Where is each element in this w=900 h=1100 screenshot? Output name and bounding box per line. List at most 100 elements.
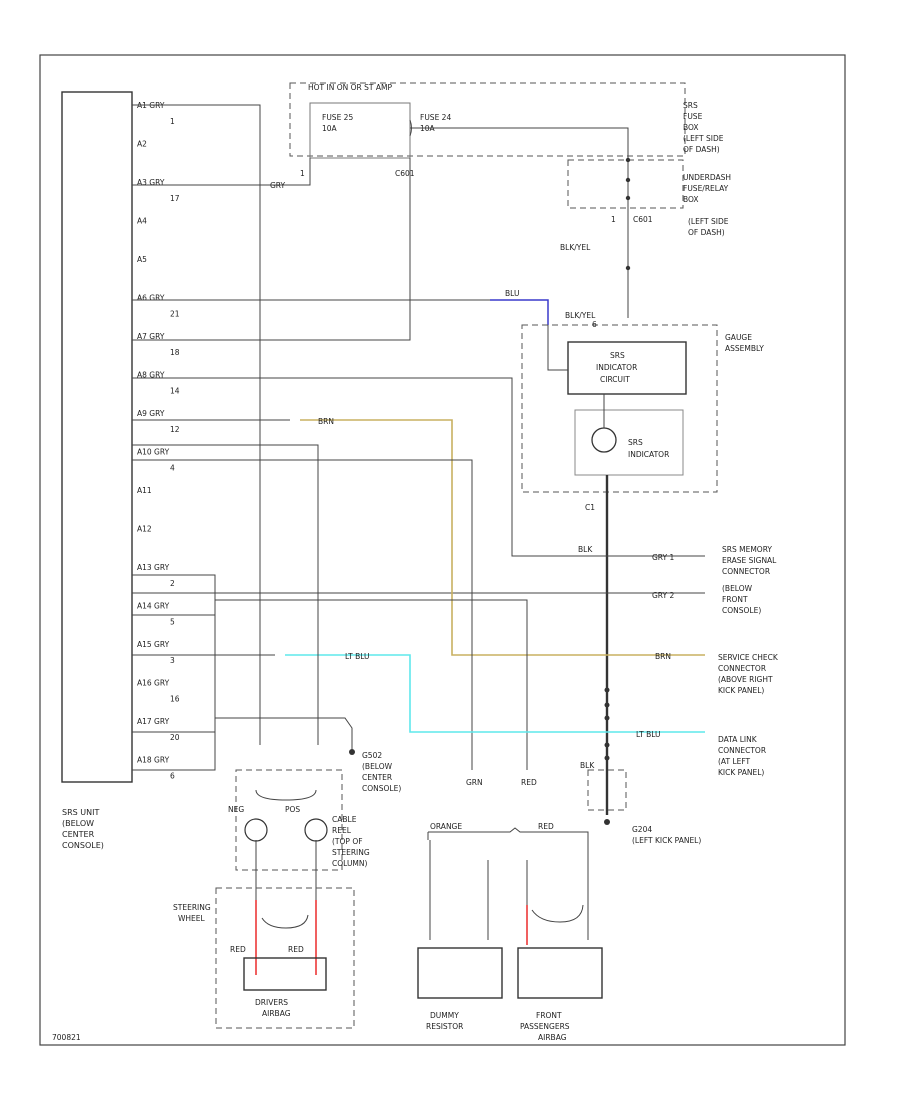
srs-pin-circuit-num: 2 — [170, 579, 175, 588]
drivers-airbag: STEERING WHEEL RED RED DRIVERS AIRBAG — [173, 887, 355, 1029]
dummy-resistor: DUMMY RESISTOR — [417, 947, 503, 1031]
dummy-resistor-body — [417, 947, 503, 999]
g502-label-3: CENTER — [362, 773, 392, 782]
wire-brn-to-service-check — [300, 419, 705, 656]
fuse-box-label-2: FUSE — [683, 112, 703, 121]
wire-label-blk-2: BLK — [580, 761, 595, 770]
junction-dot — [625, 265, 631, 271]
srs-pin-circuit-num: 18 — [170, 348, 180, 357]
wire-pin-a14-to-passenger — [132, 599, 528, 770]
indicator-bulb-frame — [574, 409, 684, 476]
drivers-airbag-label-1: DRIVERS — [255, 998, 288, 1007]
memory-label-1: SRS MEMORY — [722, 545, 772, 554]
fuse-box-label-3: BOX — [683, 123, 699, 132]
steering-wheel-outline — [215, 887, 355, 1029]
wire-pin-a1-to-reel — [132, 104, 261, 745]
cable-reel: NEG POS CABLE REEL (TOP OF STEERING COLU… — [228, 769, 370, 871]
front-airbag-label-2: PASSENGERS — [520, 1022, 570, 1031]
wire-pin-a18-loop — [132, 574, 216, 771]
junction-dot — [625, 157, 631, 163]
srs-pin-a4: A4 — [137, 217, 147, 226]
airbag-wire-label-right: RED — [288, 945, 304, 954]
memory-erase-connector: SRS MEMORY ERASE SIGNAL CONNECTOR (BELOW… — [722, 545, 777, 615]
srs-unit-box — [61, 91, 133, 783]
indicator-circuit-text-1: SRS — [610, 351, 625, 360]
srs-pin-circuit-num: 21 — [170, 310, 180, 319]
relay-box-label-4: (LEFT SIDE — [688, 217, 729, 226]
memory-label-5: FRONT — [722, 595, 748, 604]
srs-pin-a17: A17 GRY — [137, 717, 170, 726]
srs-pin-circuit-num: 1 — [170, 117, 175, 126]
relay-box-label-5: OF DASH) — [688, 228, 725, 237]
srs-pin-circuit-num: 4 — [170, 464, 175, 473]
srs-pin-circuit-num: 17 — [170, 194, 180, 203]
srs-pin-a15: A15 GRY — [137, 640, 170, 649]
dummy-resistor-leads — [429, 840, 489, 940]
fuse-box-header: HOT IN ON OR ST AMP — [308, 83, 392, 92]
srs-pin-a7: A7 GRY — [137, 332, 165, 341]
reel-loop — [255, 789, 317, 801]
srs-pin-a14: A14 GRY — [137, 602, 170, 611]
wire-label-gry: GRY — [270, 181, 286, 190]
srs-pin-a11: A11 — [137, 486, 152, 495]
srs-unit-label-2: (BELOW — [62, 819, 94, 828]
fuse-box-label-4: (LEFT SIDE — [683, 134, 724, 143]
dummy-label-1: DUMMY — [430, 1011, 459, 1020]
wire-label-c601: C601 — [395, 169, 415, 178]
gauge-label-1: GAUGE — [725, 333, 752, 342]
reel-neg: NEG — [228, 805, 244, 814]
memory-label-3: CONNECTOR — [722, 567, 770, 576]
g502-label-1: G502 — [362, 751, 382, 760]
srs-pin-circuit-num: 20 — [170, 733, 180, 742]
srs-pin-a3: A3 GRY — [137, 178, 165, 187]
srs-pin-a9: A9 GRY — [137, 409, 165, 418]
srs-unit-label-1: SRS UNIT — [62, 808, 99, 817]
reel-label-1: CABLE — [332, 815, 357, 824]
junction-dot — [625, 195, 631, 201]
wire-label-red: RED — [521, 778, 537, 787]
reel-label-5: COLUMN) — [332, 859, 368, 868]
memory-label-4: (BELOW — [722, 584, 753, 593]
passenger-airbag-leads — [526, 840, 589, 940]
wire-blu-into-circuit — [547, 325, 568, 371]
wire-fuse24-to-gauge — [410, 127, 629, 318]
gauge-label-2: ASSEMBLY — [725, 344, 764, 353]
memory-label-6: CONSOLE) — [722, 606, 761, 615]
airbag-shunt — [261, 914, 309, 929]
steering-wheel-label-2: WHEEL — [178, 914, 206, 923]
gauge-assembly: GAUGE ASSEMBLY SRS INDICATOR CIRCUIT SRS… — [521, 320, 764, 512]
relay-c601-pin: 1 — [611, 215, 616, 224]
junction-dot — [604, 702, 610, 708]
diagram-frame — [39, 54, 846, 1046]
reel-pos: POS — [285, 805, 300, 814]
service-label-4: KICK PANEL) — [718, 686, 764, 695]
front-passengers-airbag: FRONT PASSENGERS AIRBAG — [517, 904, 603, 1042]
fuse-box-label-5: OF DASH) — [683, 145, 720, 154]
wire-blu-to-gauge — [490, 299, 549, 325]
srs-pin-circuit-num: 14 — [170, 387, 180, 396]
reel-label-2: REEL — [332, 826, 352, 835]
srs-pin-a5: A5 — [137, 255, 147, 264]
relay-box-label-2: FUSE/RELAY — [683, 184, 729, 193]
steering-wheel-label-1: STEERING — [173, 903, 211, 912]
front-airbag-label-1: FRONT — [536, 1011, 562, 1020]
junction-dot — [604, 687, 610, 693]
srs-pin-circuit-num: 5 — [170, 618, 175, 627]
relay-box-label-3: BOX — [683, 195, 699, 204]
service-label-1: SERVICE CHECK — [718, 653, 779, 662]
indicator-circuit-text-2: INDICATOR — [596, 363, 637, 372]
footer-code: 700821 — [52, 1033, 81, 1042]
datalink-label-2: CONNECTOR — [718, 746, 766, 755]
airbag-wire-label-left: RED — [230, 945, 246, 954]
srs-pin-circuit-num: 12 — [170, 425, 180, 434]
gauge-pin: 6 — [592, 320, 597, 329]
wire-label-blu: BLU — [505, 289, 519, 298]
srs-pin-a16: A16 GRY — [137, 679, 170, 688]
cable-reel-outline — [235, 769, 343, 871]
service-label-2: CONNECTOR — [718, 664, 766, 673]
airbag-module — [243, 957, 327, 991]
junction-dot — [604, 715, 610, 721]
wire-label-blk-yel-1: BLK/YEL — [560, 243, 591, 252]
